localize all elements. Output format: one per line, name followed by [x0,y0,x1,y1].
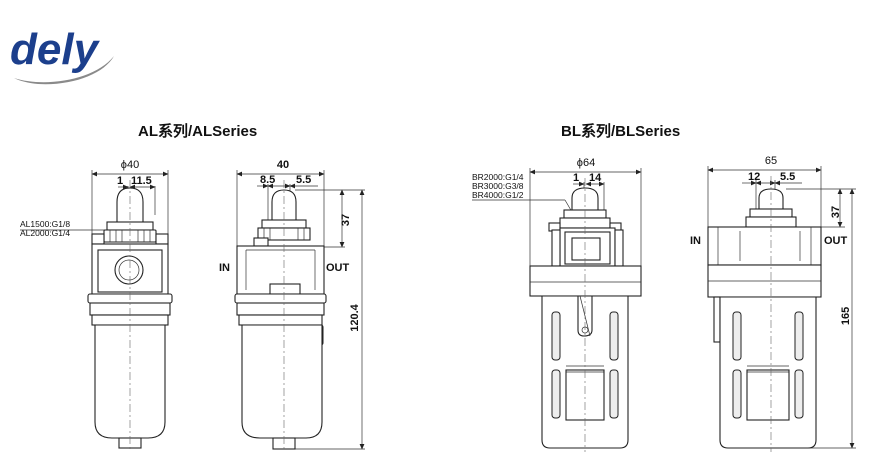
bl-front-dim-b: 14 [589,172,602,184]
bl-front-dim-a: 1 [573,172,579,184]
bl-front-view: ϕ64 1 14 BR2000:G1/4 BR3000:G3/8 BR4000:… [472,157,642,452]
al-port-label-2: AL2000:G1/4 [20,228,70,238]
bl-series-title: BL系列/BLSeries [561,122,680,140]
dely-logo: dely [10,25,114,85]
bl-port-label-1: BR2000:G1/4 [472,172,524,182]
logo-swoosh [14,56,114,85]
bl-side-total-height: 165 [840,307,852,325]
al-series-title: AL系列/ALSeries [138,122,257,140]
bl-side-view: 65 12 5.5 37 165 IN OUT [690,155,856,452]
logo-text: dely [10,25,101,74]
al-side-view: 40 8.5 5.5 37 120.4 IN OUT [219,159,365,452]
bl-port-label-2: BR3000:G3/8 [472,181,524,191]
al-side-total-height: 120.4 [349,303,361,331]
al-side-top-height: 37 [340,214,352,226]
bl-side-dim-a: 12 [748,171,760,183]
bl-side-top-height: 37 [830,206,842,218]
al-in-label: IN [219,262,230,274]
al-front-dim-b: 11.5 [131,175,152,187]
bl-port-label-3: BR4000:G1/2 [472,190,524,200]
al-front-dim-a: 1 [117,175,123,187]
bl-side-dim-b: 5.5 [780,171,795,183]
bl-front-diameter: ϕ64 [577,157,595,169]
al-side-dim-a: 8.5 [260,174,275,186]
bl-out-label: OUT [824,235,848,247]
al-side-width: 40 [277,159,289,171]
bl-side-width: 65 [765,155,777,167]
al-port-label-1: AL1500:G1/8 [20,219,70,229]
al-front-diameter: ϕ40 [121,159,139,171]
al-front-view: ϕ40 1 11.5 AL1500:G1/8 AL2000:G1/4 [20,159,173,452]
bl-in-label: IN [690,235,701,247]
al-side-dim-b: 5.5 [296,174,311,186]
al-out-label: OUT [326,262,350,274]
